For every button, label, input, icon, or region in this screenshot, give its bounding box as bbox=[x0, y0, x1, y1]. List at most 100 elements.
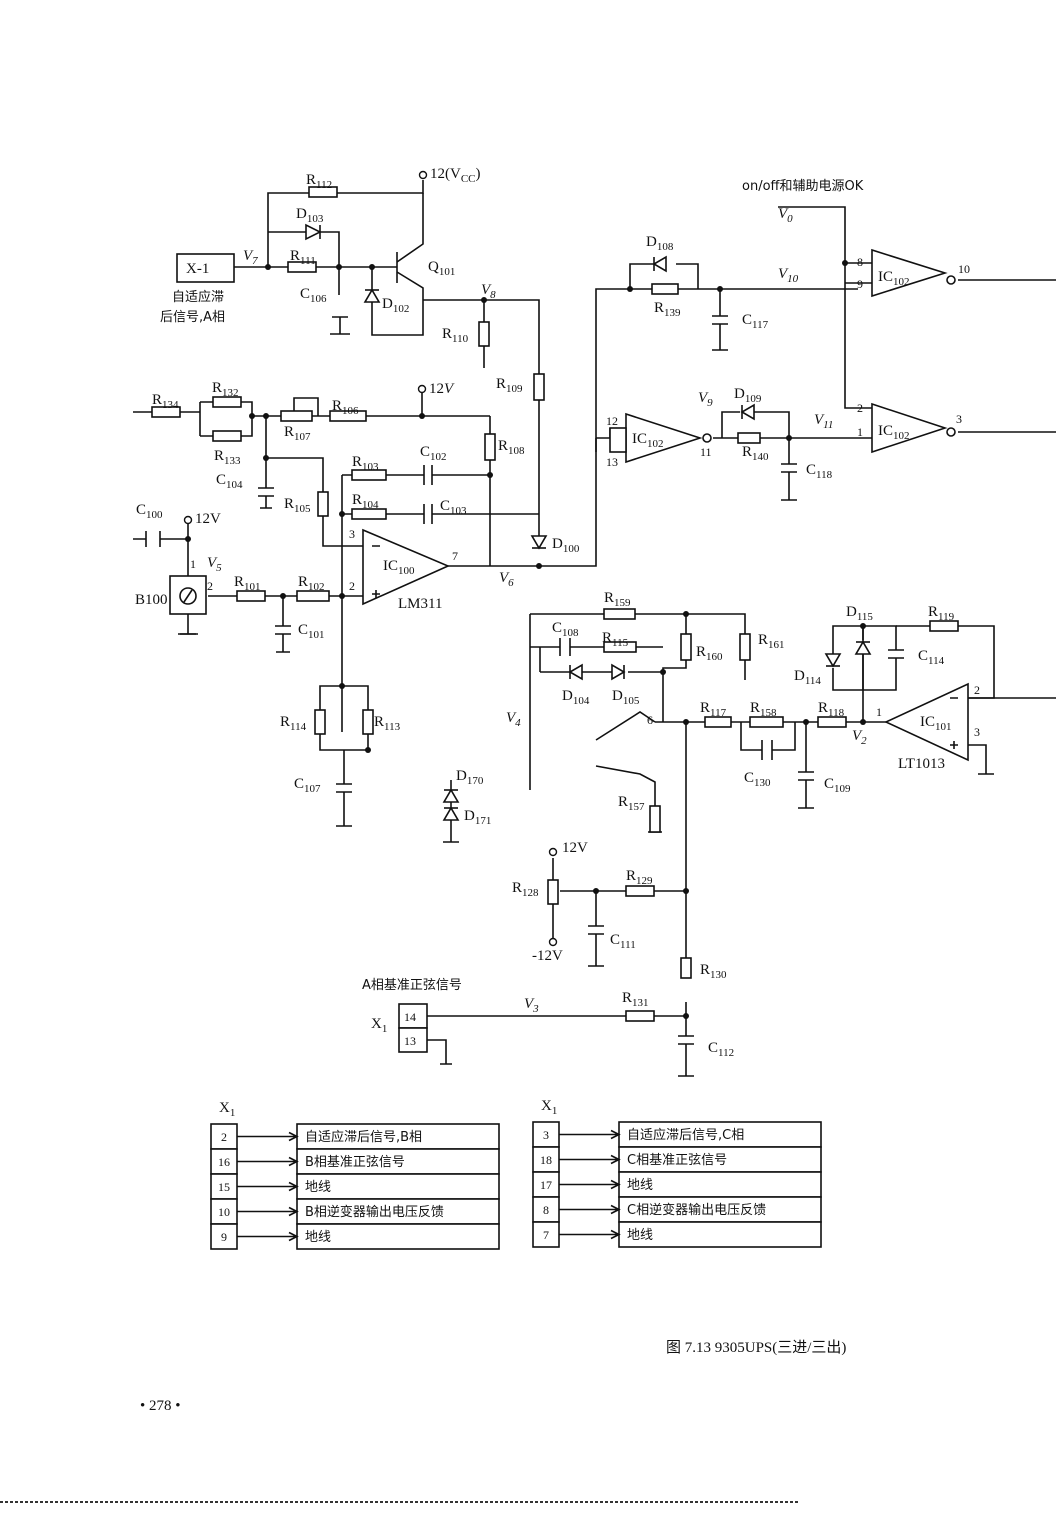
table-2-title: X1 bbox=[541, 1098, 557, 1117]
table-pin: 18 bbox=[540, 1153, 552, 1167]
label-r110: R110 bbox=[442, 326, 469, 345]
table-row: 15 地线 bbox=[210, 1173, 500, 1200]
v12-label-pot: 12V bbox=[562, 840, 588, 856]
label-d100: D100 bbox=[552, 536, 580, 555]
label-r131: R131 bbox=[622, 990, 649, 1009]
label-c100: C100 bbox=[136, 502, 163, 521]
svg-text:V4: V4 bbox=[506, 710, 521, 729]
label-r140: R140 bbox=[742, 444, 769, 463]
label-r130: R130 bbox=[700, 962, 727, 981]
table-text: C相基准正弦信号 bbox=[627, 1152, 727, 1168]
v12-label-top: 12V bbox=[429, 381, 455, 397]
label-c108: C108 bbox=[552, 620, 579, 639]
ic-labels: IC100 LM311 IC102 IC102 IC102 IC101 LT10… bbox=[383, 259, 952, 772]
label-r161: R161 bbox=[758, 632, 785, 651]
svg-text:V10: V10 bbox=[778, 266, 799, 285]
resistors bbox=[151, 186, 959, 1022]
x1-box-label: X-1 bbox=[186, 261, 209, 277]
label-r111: R111 bbox=[290, 248, 316, 267]
svg-text:V6: V6 bbox=[499, 570, 514, 589]
ic100-symbol bbox=[362, 528, 451, 606]
label-r132: R132 bbox=[212, 380, 239, 399]
svg-text:V9: V9 bbox=[698, 390, 713, 409]
ic102-top-label: IC102 bbox=[878, 269, 910, 288]
ic101-label: IC101 bbox=[920, 714, 952, 733]
table-pin: 10 bbox=[218, 1205, 230, 1219]
label-c118: C118 bbox=[806, 462, 833, 481]
signal-a-label-line1: 自适应滞 bbox=[172, 289, 224, 305]
svg-text:V7: V7 bbox=[243, 248, 258, 267]
table-text: 地线 bbox=[627, 1228, 653, 1243]
table-pin: 7 bbox=[543, 1228, 549, 1242]
svg-text:V5: V5 bbox=[207, 555, 222, 574]
diodes bbox=[305, 223, 872, 821]
svg-text:V11: V11 bbox=[814, 412, 833, 431]
label-r158: R158 bbox=[750, 700, 777, 719]
wires bbox=[133, 180, 1056, 1077]
label-c130: C130 bbox=[744, 770, 771, 789]
table-pin: 17 bbox=[540, 1178, 552, 1192]
ic102-mid-symbol bbox=[609, 412, 712, 464]
lm311-label: LM311 bbox=[398, 596, 442, 612]
label-c104: C104 bbox=[216, 472, 243, 491]
label-r128: R128 bbox=[512, 880, 539, 899]
svg-text:2: 2 bbox=[349, 579, 355, 593]
figure-caption: 图 7.13 9305UPS(三进/三出) bbox=[666, 1339, 846, 1356]
label-r107: R107 bbox=[284, 424, 311, 443]
table-pin: 15 bbox=[218, 1180, 230, 1194]
svg-text:13: 13 bbox=[606, 455, 618, 469]
label-c109: C109 bbox=[824, 776, 851, 795]
ic101-symbol bbox=[884, 682, 969, 762]
b100-sensor-symbol bbox=[169, 575, 207, 615]
label-c103: C103 bbox=[440, 498, 467, 517]
svg-text:V8: V8 bbox=[481, 282, 496, 301]
q101-label: Q101 bbox=[428, 259, 455, 278]
svg-text:12: 12 bbox=[606, 414, 618, 428]
ic100-label: IC100 bbox=[383, 558, 415, 577]
table-text: C相逆变器输出电压反馈 bbox=[627, 1202, 766, 1218]
svg-text:13: 13 bbox=[404, 1034, 416, 1048]
svg-text:1: 1 bbox=[190, 557, 196, 571]
ref-a-label: A相基准正弦信号 bbox=[362, 977, 462, 993]
label-r157: R157 bbox=[618, 794, 645, 813]
label-r159: R159 bbox=[604, 590, 631, 609]
label-r114: R114 bbox=[280, 714, 307, 733]
label-r108: R108 bbox=[498, 438, 525, 457]
table-text: 自适应滞后信号,B相 bbox=[305, 1129, 422, 1145]
label-d104: D104 bbox=[562, 688, 590, 707]
label-r112: R112 bbox=[306, 172, 332, 191]
table-pin: 2 bbox=[221, 1130, 227, 1144]
label-c114: C114 bbox=[918, 648, 945, 667]
label-r103: R103 bbox=[352, 454, 379, 473]
b100-label: B100 bbox=[135, 592, 168, 608]
x1-label: X1 bbox=[371, 1016, 387, 1035]
label-r117: R117 bbox=[700, 700, 727, 719]
page-number: • 278 • bbox=[140, 1398, 181, 1414]
table-1-title: X1 bbox=[219, 1100, 235, 1119]
svg-text:V0: V0 bbox=[778, 206, 793, 225]
label-d170: D170 bbox=[456, 768, 484, 787]
label-r119: R119 bbox=[928, 604, 955, 623]
table-text: 自适应滞后信号,C相 bbox=[627, 1127, 744, 1143]
label-r102: R102 bbox=[298, 574, 325, 593]
ic102-bottom-label: IC102 bbox=[878, 423, 910, 442]
svg-text:2: 2 bbox=[974, 683, 980, 697]
label-c106: C106 bbox=[300, 286, 327, 305]
label-r105: R105 bbox=[284, 496, 311, 515]
label-d114: D114 bbox=[794, 668, 821, 687]
vcc-label: 12(VCC) bbox=[430, 166, 481, 185]
junctions bbox=[183, 170, 866, 1019]
table-text: B相基准正弦信号 bbox=[305, 1154, 405, 1170]
svg-text:10: 10 bbox=[958, 262, 970, 276]
label-r113: R113 bbox=[374, 714, 401, 733]
table-pin: 3 bbox=[543, 1128, 549, 1142]
svg-text:7: 7 bbox=[452, 549, 458, 563]
table-text: 地线 bbox=[305, 1180, 331, 1195]
